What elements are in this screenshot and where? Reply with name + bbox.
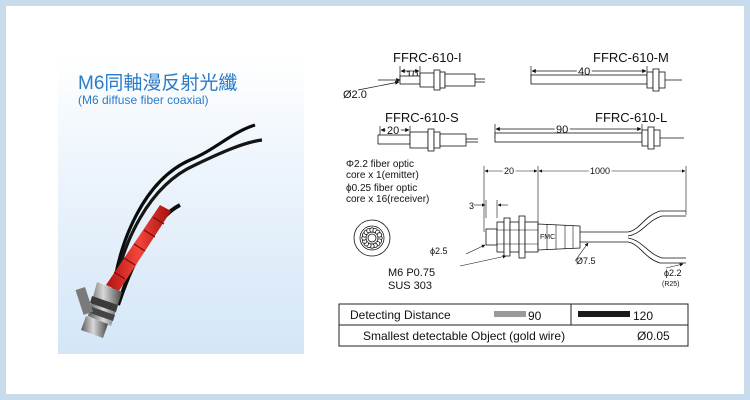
distance-value-black: 120 xyxy=(633,309,653,323)
dim-1000-label: 1000 xyxy=(590,166,610,176)
metal-head xyxy=(75,282,122,338)
material-spec: SUS 303 xyxy=(388,280,432,292)
variant-s-model: FFRC-610-S xyxy=(385,110,459,125)
fiber-note-1: Φ2.2 fiber optic xyxy=(346,159,414,170)
smallest-object-value: Ø0.05 xyxy=(637,329,670,343)
spec-table: Detecting Distance 90 120 Smallest detec… xyxy=(338,303,689,347)
variant-s-drawing: FFRC-610-S 20 xyxy=(377,110,478,152)
dim-dia-2-2: ϕ2.2 xyxy=(664,268,682,278)
red-sleeve xyxy=(106,205,171,291)
fiber-note-2: core x 1(emitter) xyxy=(346,170,419,181)
variant-m-model: FFRC-610-M xyxy=(593,50,669,65)
product-subtitle: (M6 diffuse fiber coaxial) xyxy=(78,93,209,107)
fiber-note-3: ϕ0.25 fiber optic xyxy=(346,183,417,194)
fiber-note-4: core x 16(receiver) xyxy=(346,194,429,205)
head-marking: FMC xyxy=(540,234,555,241)
thread-spec: M6 P0.75 xyxy=(388,267,435,279)
dim-dia-2-5: ϕ2.5 xyxy=(430,246,448,256)
fiber-core-notes: Φ2.2 fiber optic core x 1(emitter) ϕ0.25… xyxy=(346,159,429,205)
variant-i-diameter: Ø2.0 xyxy=(343,89,367,101)
distance-value-grey: 90 xyxy=(528,309,542,323)
variant-i-model: FFRC-610-I xyxy=(393,50,462,65)
variant-m-drawing: FFRC-610-M 40 xyxy=(530,50,682,92)
variant-l-model: FFRC-610-L xyxy=(595,110,667,125)
dim-r25: (R25) xyxy=(662,281,680,288)
smallest-object-label: Smallest detectable Object (gold wire) xyxy=(363,329,565,343)
variant-i-drawing: FFRC-610-I 10 Ø2.0 xyxy=(343,50,485,101)
dim-20-label: 20 xyxy=(504,166,514,176)
detecting-distance-label: Detecting Distance xyxy=(350,308,451,322)
dim-dia-7-5: Ø7.5 xyxy=(576,256,596,266)
distance-bar-grey xyxy=(494,311,526,317)
dim-3-label: 3 xyxy=(469,201,474,211)
fiber-sensor-illustration xyxy=(75,123,263,338)
variant-l-drawing: FFRC-610-L 90 xyxy=(494,110,684,150)
distance-bar-black xyxy=(578,311,630,317)
main-dimension-drawing: 20 1000 3 FMC ϕ2.5 Ø xyxy=(388,164,687,292)
product-title: M6同軸漫反射光纖 xyxy=(78,73,238,94)
fiber-cross-section xyxy=(353,219,391,257)
